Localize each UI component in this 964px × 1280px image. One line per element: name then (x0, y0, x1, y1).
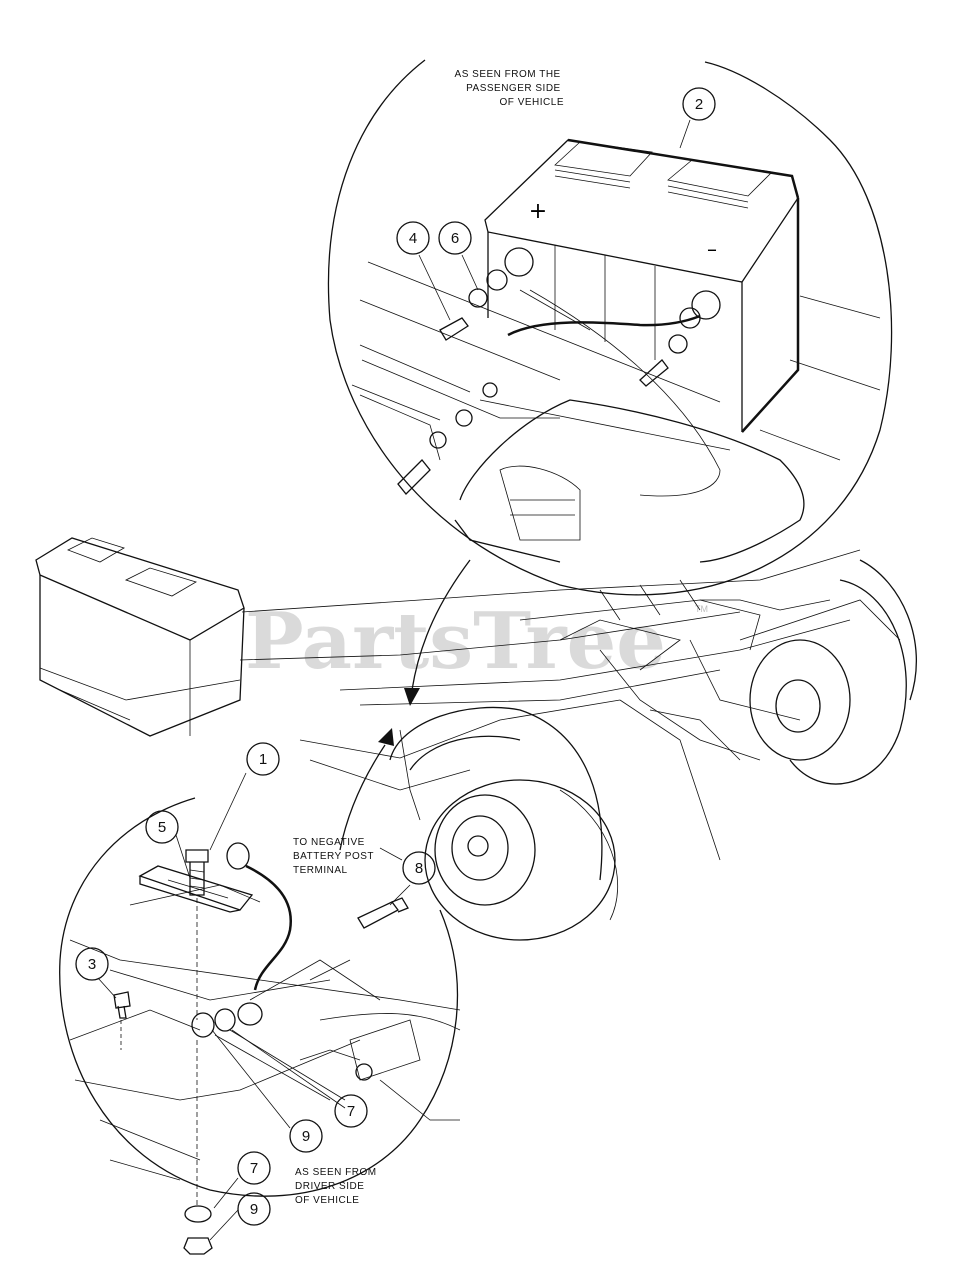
svg-text:1: 1 (259, 751, 267, 768)
negative-mark: – (707, 237, 717, 261)
negative-post (691, 290, 721, 320)
svg-text:9: 9 (250, 1201, 258, 1218)
vehicle-chassis (239, 549, 918, 941)
svg-text:4: 4 (409, 230, 417, 247)
nut-9-bottom (183, 1237, 213, 1255)
watermark-trademark: TM (695, 604, 708, 614)
callout-9b: 9 (237, 1192, 271, 1226)
washer-7-bottom (184, 1205, 212, 1223)
rear-wheel (424, 779, 616, 941)
callout-7a: 7 (334, 1094, 368, 1128)
callout-9a: 9 (289, 1119, 323, 1153)
front-wheel (789, 579, 907, 785)
ground-cable-lower (245, 864, 293, 991)
svg-text:7: 7 (347, 1103, 355, 1120)
svg-text:2: 2 (695, 96, 703, 113)
driver-detail-circle (59, 797, 459, 1197)
bolt-4-upper (439, 317, 469, 341)
svg-text:5: 5 (158, 819, 166, 836)
washer-7-cable (214, 1008, 236, 1032)
callout-7b: 7 (237, 1151, 271, 1185)
passenger-detail-circle (327, 59, 893, 596)
svg-text:3: 3 (88, 956, 96, 973)
vehicle-battery (35, 537, 245, 737)
bolt-1 (185, 849, 209, 863)
positive-mark: + (529, 199, 547, 224)
driver-view-note: AS SEEN FROM DRIVER SIDE OF VEHICLE (295, 1167, 380, 1206)
svg-text:6: 6 (451, 230, 459, 247)
callout-5: 5 (145, 810, 179, 844)
bolt-8 (357, 901, 399, 929)
svg-text:8: 8 (415, 860, 423, 877)
passenger-view-note: AS SEEN FROM THE PASSENGER SIDE OF VEHIC… (455, 69, 564, 108)
callout-3: 3 (75, 947, 109, 981)
nut-9-cable (191, 1012, 215, 1038)
arrow-upper-to-chassis (411, 559, 471, 691)
passenger-side-detail: + – AS SEEN FROM THE PASSENGER SIDE (327, 59, 893, 596)
callout-6: 6 (438, 221, 472, 255)
svg-text:9: 9 (302, 1128, 310, 1145)
driver-side-detail: TO NEGATIVE BATTERY POST TERMINAL AS SEE… (59, 797, 461, 1255)
plate-5 (138, 865, 254, 911)
svg-text:7: 7 (250, 1160, 258, 1177)
ground-cable-upper (507, 314, 701, 337)
battery-detail: + – (484, 138, 800, 433)
terminal-ring-upper (486, 269, 508, 291)
callout-4: 4 (396, 221, 430, 255)
callout-8: 8 (402, 851, 436, 885)
callout-leaders (97, 119, 691, 1241)
terminal-note: TO NEGATIVE BATTERY POST TERMINAL (293, 837, 377, 876)
positive-post (504, 247, 534, 277)
arrow-lower-to-chassis (339, 744, 386, 851)
callout-2: 2 (682, 87, 716, 121)
callout-1: 1 (246, 742, 280, 776)
callouts: 1 2 3 4 5 6 7 7 (75, 87, 716, 1226)
bolt-3 (113, 991, 131, 1009)
ground-cable-ring-top (226, 842, 250, 870)
watermark-text: PartsTree (245, 596, 666, 687)
